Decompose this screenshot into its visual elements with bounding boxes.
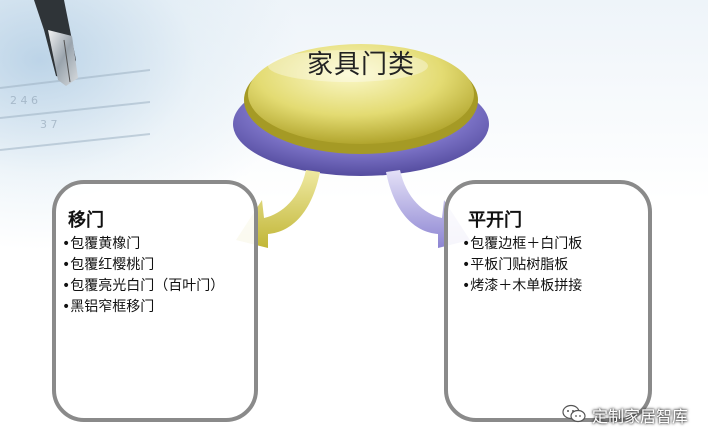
list-item: •黑铝窄框移门: [62, 299, 155, 315]
svg-text:2 4 6: 2 4 6: [10, 94, 38, 107]
list-item: •烤漆＋木单板拼接: [462, 278, 583, 294]
branch-box-sliding-doors: 移门 •包覆黄橡门 •包覆红樱桃门 •包覆亮光白门（百叶门） •黑铝窄框移门: [52, 180, 258, 422]
list-item: •包覆黄橡门: [62, 236, 141, 252]
list-item: •包覆红樱桃门: [62, 257, 155, 273]
root-node-disc: [233, 44, 489, 176]
branch-item-list: •包覆黄橡门 •包覆红樱桃门 •包覆亮光白门（百叶门） •黑铝窄框移门: [62, 234, 252, 318]
svg-text:3 7: 3 7: [40, 118, 58, 131]
branch-item-list: •包覆边框＋白门板 •平板门贴树脂板 •烤漆＋木单板拼接: [462, 234, 646, 297]
watermark-text: 定制家居智库: [592, 407, 689, 426]
list-item: •包覆边框＋白门板: [462, 236, 583, 252]
list-item: •平板门贴树脂板: [462, 257, 569, 273]
watermark: 定制家居智库: [562, 400, 708, 430]
branch-title-sliding-doors: 移门: [68, 210, 104, 231]
wechat-icon: [562, 404, 586, 423]
branch-title-swing-doors: 平开门: [468, 210, 522, 231]
branch-box-swing-doors: 平开门 •包覆边框＋白门板 •平板门贴树脂板 •烤漆＋木单板拼接: [444, 180, 652, 422]
root-node-label: 家具门类: [306, 50, 415, 80]
fountain-pen-decoration: 2 4 6 3 7: [0, 0, 150, 151]
list-item: •包覆亮光白门（百叶门）: [62, 278, 225, 294]
